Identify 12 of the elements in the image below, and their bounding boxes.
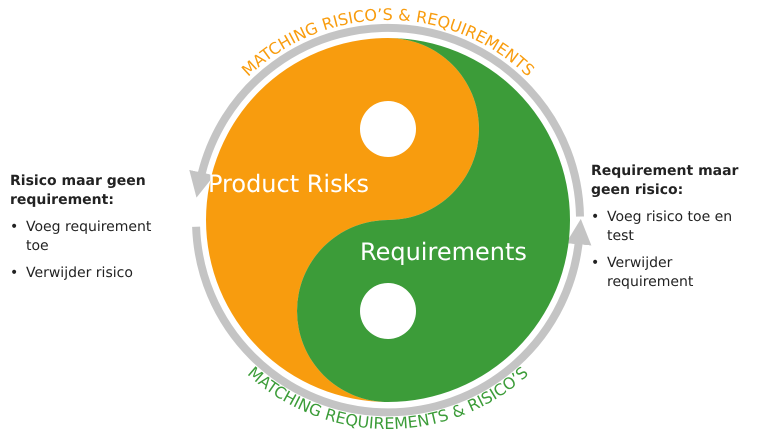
bullet-text: Voeg risico toe en test [607, 209, 732, 244]
bullet-marker: • [10, 218, 18, 237]
heading: Risico maar geen requirement: [10, 172, 147, 210]
bullet-marker: • [591, 254, 600, 273]
section-title: Requirements [360, 238, 527, 266]
bullet-marker: • [591, 208, 600, 227]
section-title: Product Risks [208, 170, 370, 198]
bullet-text: Verwijder risico [26, 265, 133, 281]
heading: Requirement maar geen risico: [591, 162, 740, 200]
bullet-text: Verwijder requirement [607, 255, 694, 290]
bullet-text: Voeg requirement toe [26, 219, 152, 254]
bullet-marker: • [10, 264, 18, 283]
